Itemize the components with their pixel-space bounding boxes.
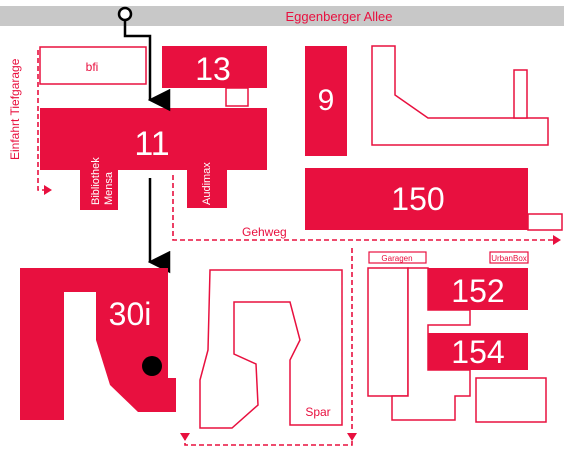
building-30i-label: 30i bbox=[109, 296, 152, 332]
garagen-label: Garagen bbox=[381, 254, 412, 263]
building-150-annex bbox=[527, 213, 563, 231]
building-152-label: 152 bbox=[451, 273, 504, 309]
right-small-block bbox=[475, 377, 547, 423]
building-9-label: 9 bbox=[318, 84, 335, 117]
start-circle-icon[interactable] bbox=[117, 6, 133, 22]
building-13[interactable] bbox=[162, 46, 267, 88]
building-9[interactable] bbox=[305, 46, 347, 156]
gehweg-arrow-icon bbox=[553, 235, 561, 245]
lower-path-left-arrow-icon bbox=[180, 433, 190, 441]
street-bar bbox=[0, 6, 564, 26]
building-13-label: 13 bbox=[195, 51, 231, 87]
building-154-label: 154 bbox=[451, 334, 504, 370]
building-152[interactable] bbox=[428, 268, 528, 310]
mensa-label: Mensa bbox=[103, 171, 115, 205]
route-top bbox=[123, 20, 171, 112]
gehweg-path bbox=[172, 175, 558, 241]
urbanbox-tag bbox=[489, 251, 529, 264]
building-150[interactable] bbox=[305, 168, 528, 230]
street-name: Eggenberger Allee bbox=[286, 9, 393, 24]
spar-label: Spar bbox=[305, 405, 330, 419]
building-13-annex bbox=[225, 87, 249, 107]
building-11-label: 11 bbox=[134, 125, 169, 163]
urbanbox-label: UrbanBox bbox=[491, 254, 527, 263]
building-150-label: 150 bbox=[391, 181, 444, 217]
building-outline-small bbox=[513, 69, 528, 119]
building-spar[interactable] bbox=[199, 269, 343, 429]
audimax-label: Audimax bbox=[201, 162, 213, 205]
building-154[interactable] bbox=[428, 333, 528, 370]
destination-dot-icon[interactable] bbox=[142, 356, 162, 376]
garagen-tag bbox=[368, 251, 427, 264]
garagen-building bbox=[367, 267, 409, 397]
bibliothek-label: Bibliothek bbox=[90, 157, 102, 205]
tiefgarage-arrow-icon bbox=[44, 185, 52, 195]
gehweg-label: Gehweg bbox=[242, 225, 287, 239]
building-bfi-label: bfi bbox=[86, 60, 99, 74]
building-outline-topright bbox=[371, 45, 549, 146]
tiefgarage-label: Einfahrt Tiefgarage bbox=[8, 58, 22, 160]
building-11[interactable] bbox=[40, 108, 267, 210]
building-30i[interactable] bbox=[20, 268, 176, 420]
building-bfi[interactable] bbox=[39, 46, 147, 85]
lower-path-right-arrow-icon bbox=[347, 433, 357, 441]
